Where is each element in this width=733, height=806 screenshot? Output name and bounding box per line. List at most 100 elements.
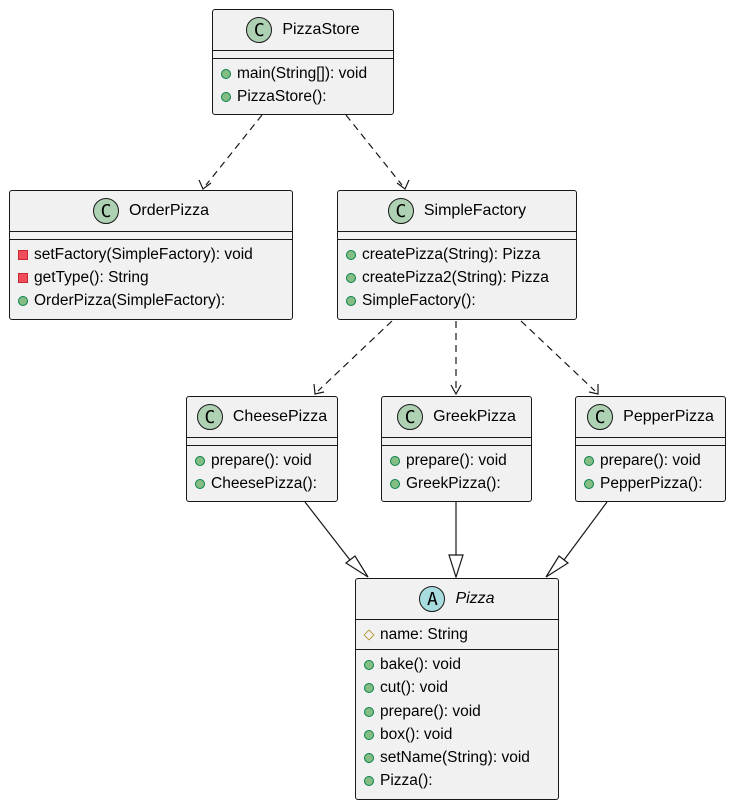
public-visibility-icon	[364, 753, 374, 764]
method-text: GreekPizza():	[406, 474, 501, 492]
fields-section	[213, 50, 393, 58]
method-text: getType(): String	[34, 268, 149, 286]
public-visibility-icon	[390, 478, 400, 489]
methods-section: createPizza(String): Pizza createPizza2(S…	[338, 239, 576, 316]
public-visibility-icon	[18, 296, 28, 307]
class-icon: C	[387, 198, 414, 224]
public-visibility-icon	[364, 776, 374, 787]
class-icon: C	[397, 404, 424, 430]
method-text: prepare(): void	[406, 451, 507, 469]
method-row: prepare(): void	[187, 449, 337, 472]
method-text: setFactory(SimpleFactory): void	[34, 245, 253, 263]
public-visibility-icon	[364, 683, 374, 694]
dep-simplefactory-greekpizza	[450, 321, 462, 396]
method-row: setFactory(SimpleFactory): void	[10, 243, 292, 266]
method-row: PepperPizza():	[576, 472, 725, 495]
methods-section: setFactory(SimpleFactory): void getType()…	[10, 239, 292, 316]
method-text: PizzaStore():	[237, 87, 327, 105]
class-header: C PizzaStore	[213, 10, 393, 50]
method-row: prepare(): void	[576, 449, 725, 472]
class-name: OrderPizza	[128, 202, 210, 219]
dep-pizzastore-orderpizza	[198, 114, 263, 190]
method-row: createPizza(String): Pizza	[338, 243, 576, 266]
class-header: C OrderPizza	[10, 191, 292, 231]
method-text: prepare(): void	[600, 451, 701, 469]
public-visibility-icon	[364, 729, 374, 740]
method-row: prepare(): void	[356, 700, 558, 723]
class-icon: C	[587, 404, 614, 430]
method-row: prepare(): void	[382, 449, 531, 472]
method-text: main(String[]): void	[237, 64, 368, 82]
fields-section: name: String	[356, 619, 558, 649]
method-text: cut(): void	[380, 679, 449, 697]
method-row: Pizza():	[356, 770, 558, 793]
fields-section	[187, 437, 337, 445]
fields-section	[338, 231, 576, 239]
class-orderpizza[interactable]: C OrderPizza setFactory(SimpleFactory): vo…	[9, 190, 293, 320]
dependency-edges	[198, 114, 599, 396]
public-visibility-icon	[221, 68, 231, 79]
method-row: GreekPizza():	[382, 472, 531, 495]
field-row: name: String	[356, 623, 558, 646]
dep-simplefactory-cheesepizza	[313, 320, 393, 395]
method-row: OrderPizza(SimpleFactory):	[10, 290, 292, 313]
method-row: main(String[]): void	[213, 62, 393, 85]
method-text: prepare(): void	[380, 702, 481, 720]
public-visibility-icon	[364, 706, 374, 717]
method-text: Pizza():	[380, 772, 433, 790]
class-name: PepperPizza	[623, 408, 714, 425]
method-text: CheesePizza():	[211, 474, 317, 492]
class-pizza[interactable]: A Pizza name: String bake(): void cut(): voi…	[355, 578, 559, 800]
inherit-cheesepizza-pizza	[304, 501, 369, 578]
method-row: SimpleFactory():	[338, 290, 576, 313]
fields-section	[382, 437, 531, 445]
public-visibility-icon	[364, 659, 374, 670]
public-visibility-icon	[346, 296, 356, 307]
methods-section: bake(): void cut(): void prepare(): void bo…	[356, 649, 558, 796]
fields-section	[10, 231, 292, 239]
method-row: box(): void	[356, 723, 558, 746]
class-name: Pizza	[455, 590, 495, 607]
method-text: createPizza(String): Pizza	[362, 245, 541, 263]
method-row: createPizza2(String): Pizza	[338, 266, 576, 289]
class-header: C PepperPizza	[576, 397, 725, 437]
dep-simplefactory-pepperpizza	[520, 320, 599, 395]
public-visibility-icon	[584, 478, 594, 489]
class-name: CheesePizza	[232, 408, 328, 425]
public-visibility-icon	[390, 455, 400, 466]
method-row: getType(): String	[10, 266, 292, 289]
class-name: PizzaStore	[282, 21, 360, 38]
class-name: GreekPizza	[433, 408, 516, 425]
class-icon: C	[246, 17, 273, 43]
abstract-class-icon: A	[419, 586, 446, 612]
inherit-greekpizza-pizza	[448, 502, 464, 579]
class-header: A Pizza	[356, 579, 558, 619]
method-text: box(): void	[380, 725, 453, 743]
method-text: bake(): void	[380, 655, 461, 673]
private-visibility-icon	[18, 249, 28, 260]
field-text: name: String	[380, 625, 468, 643]
method-text: prepare(): void	[211, 451, 312, 469]
public-visibility-icon	[221, 91, 231, 102]
class-header: C GreekPizza	[382, 397, 531, 437]
method-text: OrderPizza(SimpleFactory):	[34, 292, 226, 310]
method-row: cut(): void	[356, 677, 558, 700]
inherit-pepperpizza-pizza	[545, 501, 608, 578]
public-visibility-icon	[195, 478, 205, 489]
method-text: SimpleFactory():	[362, 292, 476, 310]
class-icon: C	[92, 198, 119, 224]
public-visibility-icon	[584, 455, 594, 466]
public-visibility-icon	[346, 249, 356, 260]
method-row: bake(): void	[356, 653, 558, 676]
class-icon: C	[196, 404, 223, 430]
